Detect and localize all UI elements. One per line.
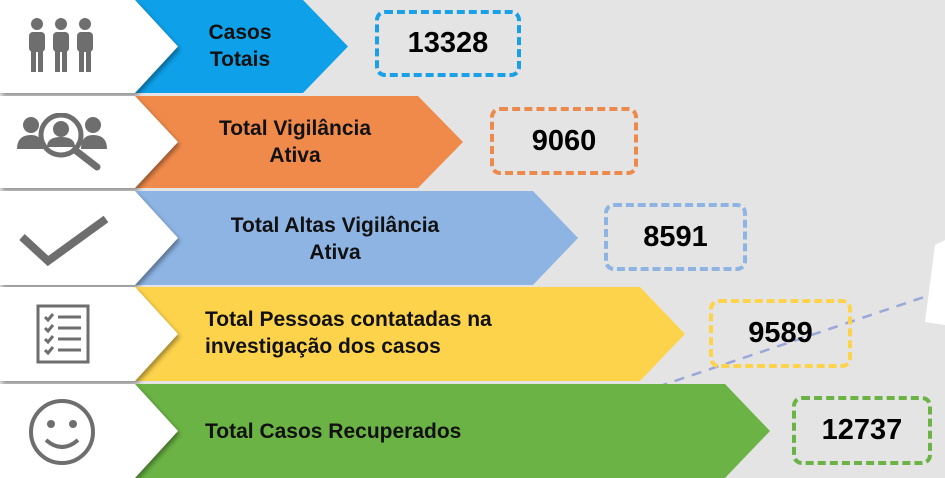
category-arrow: [130, 0, 348, 93]
category-arrow: [130, 96, 463, 188]
casos-recuperados-label: Total Casos Recuperados: [205, 420, 462, 443]
checkmark-icon: [19, 215, 109, 267]
people-group-icon: [29, 18, 93, 72]
casos-recuperados-value: 12737: [792, 396, 932, 465]
smiley-face-icon: [29, 399, 95, 465]
map-fragment: [925, 240, 945, 325]
category-arrow: [130, 384, 770, 478]
pessoas-contatadas-value: 9589: [709, 299, 852, 368]
category-arrow: [130, 191, 578, 285]
altas-vigilancia-value: 8591: [604, 203, 747, 271]
checklist-icon: [36, 304, 90, 364]
casos-totais-value: 13328: [375, 10, 521, 77]
dashed-connector-line: [469, 288, 945, 452]
vigilancia-ativa-value: 9060: [490, 107, 638, 175]
category-arrow: [130, 287, 685, 381]
people-search-icon: [17, 113, 107, 171]
